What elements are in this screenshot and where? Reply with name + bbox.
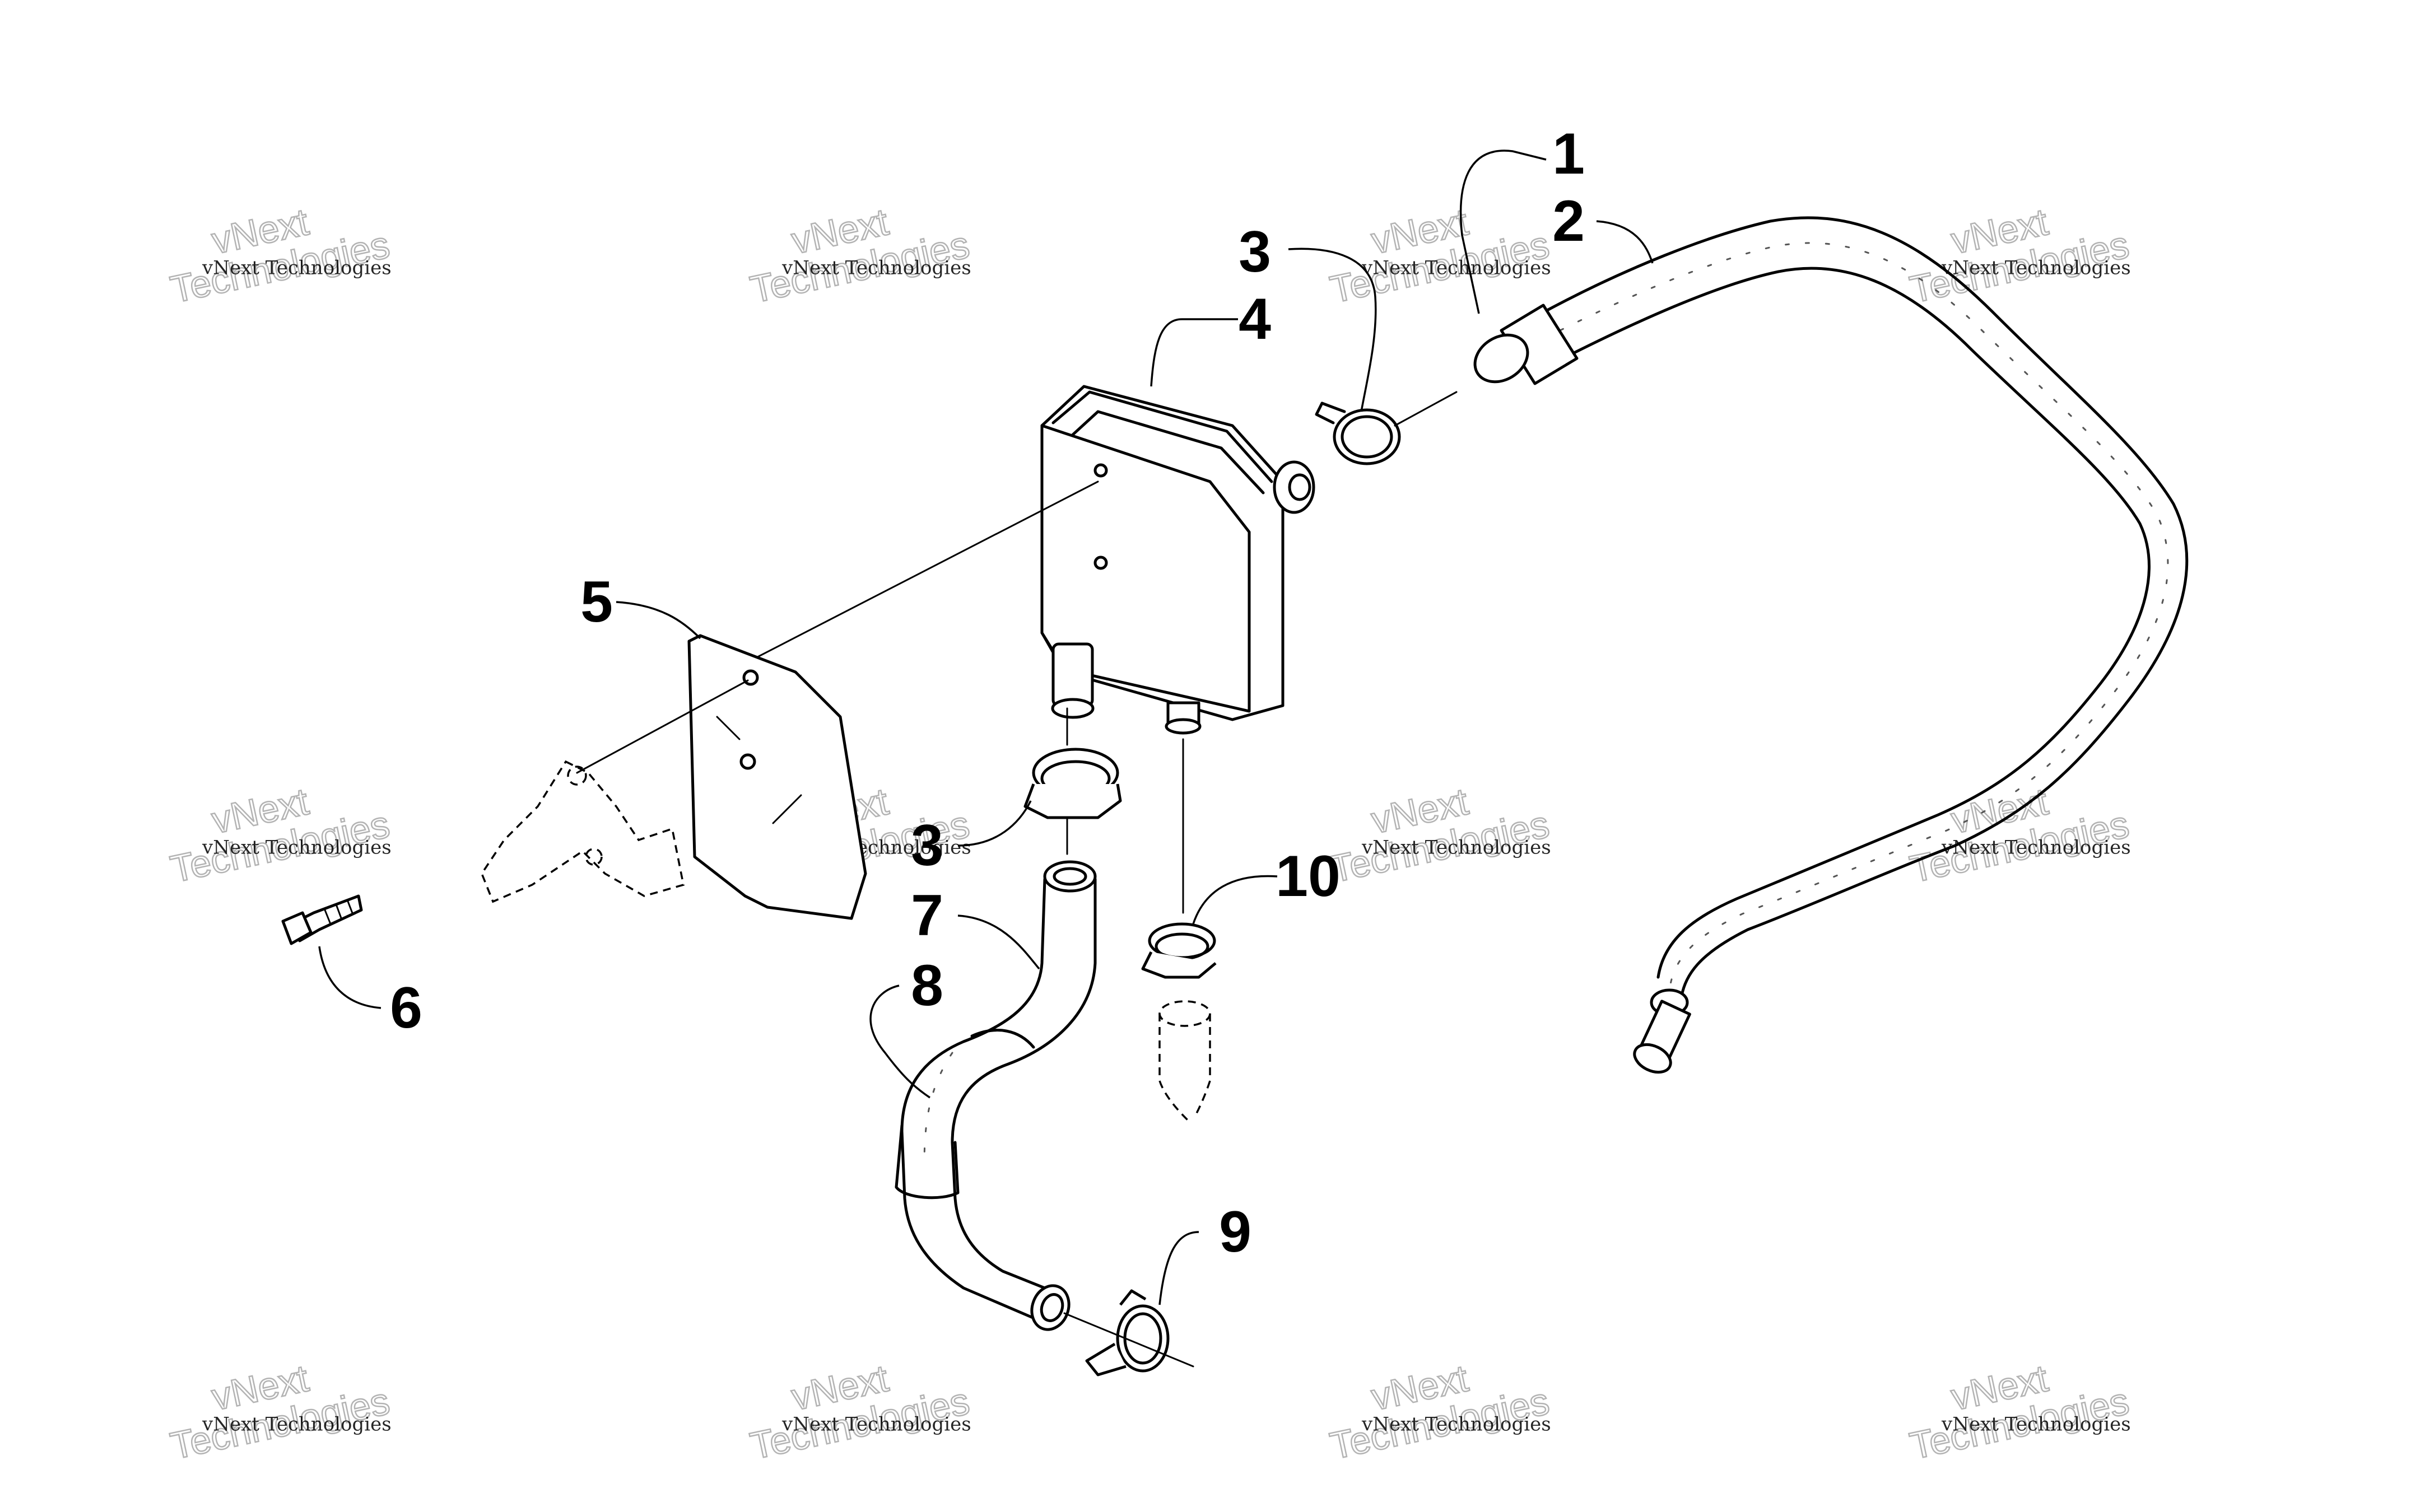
hose-clamp-bottom [1085, 1289, 1170, 1376]
callout-6: 6 [390, 976, 422, 1040]
bolt [281, 894, 363, 945]
watermark-small-text: vNext Technologies [202, 1413, 392, 1435]
callout-1: 1 [1552, 122, 1585, 186]
callout-8: 8 [911, 953, 943, 1018]
callout-9: 9 [1219, 1200, 1251, 1264]
leader-lines [318, 150, 1654, 1305]
watermark-small-text: vNext Technologies [1361, 836, 1551, 858]
hose-clamp-top [1315, 391, 1458, 465]
watermark-small-text: vNext Technologies [202, 836, 392, 858]
hose-clamp-10 [1141, 738, 1217, 1121]
breather-box [727, 385, 1315, 735]
hose-clamp-middle [1023, 707, 1122, 855]
callout-3-middle: 3 [911, 813, 943, 878]
watermark-small-text: vNext Technologies [1361, 256, 1551, 279]
watermark-small-text: vNext Technologies [1941, 256, 2131, 279]
watermark-small-text: vNext Technologies [1361, 1413, 1551, 1435]
callout-4: 4 [1239, 287, 1271, 352]
long-hose [1473, 216, 2189, 1074]
callout-3-top: 3 [1239, 220, 1271, 284]
callout-labels: 1 2 3 4 5 3 10 7 8 6 9 [390, 122, 1585, 1264]
watermark-small-text: vNext Technologies [1941, 836, 2131, 858]
curved-hose [895, 860, 1194, 1368]
callout-5: 5 [580, 570, 613, 634]
callout-2: 2 [1552, 189, 1585, 254]
watermark-small-text: vNext Technologies [202, 256, 392, 279]
mounting-bracket [481, 760, 685, 903]
watermark-small-text: vNext Technologies [1941, 1413, 2131, 1435]
gasket [576, 634, 867, 920]
callout-10: 10 [1276, 844, 1341, 909]
callout-7: 7 [911, 883, 943, 948]
watermark-small-text: vNext Technologies [781, 1413, 971, 1435]
watermark-small-text: vNext Technologies [781, 256, 971, 279]
